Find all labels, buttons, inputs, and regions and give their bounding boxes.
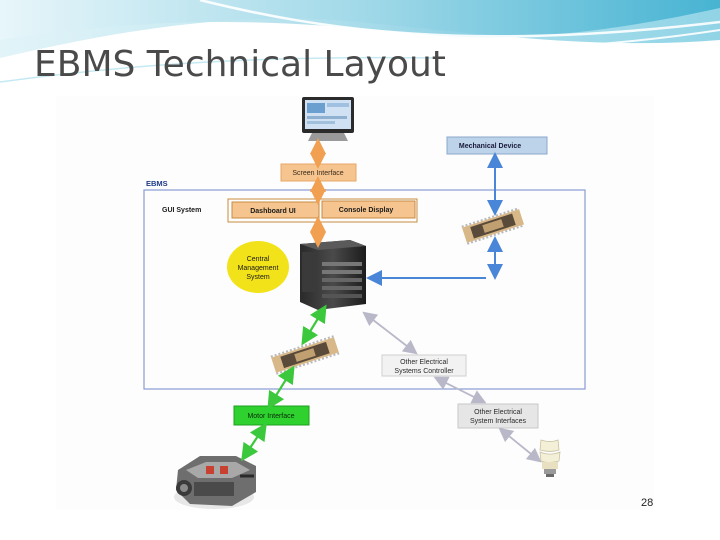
other-interfaces-label-2: System Interfaces xyxy=(470,418,527,425)
dashboard-ui-box xyxy=(231,201,320,219)
other-controller-box xyxy=(381,354,467,377)
wave-header-decoration xyxy=(0,0,720,83)
chip-icon xyxy=(461,207,525,245)
screen-interface-label: Screen Interface xyxy=(292,170,343,177)
page-number: 28 xyxy=(641,497,654,509)
engine-icon xyxy=(174,456,256,509)
central-management-label-2: Management xyxy=(238,265,279,272)
console-display-box xyxy=(321,200,416,219)
chip-to-motor-interface-arrow xyxy=(267,365,295,410)
dashboard-ui-label: Dashboard UI xyxy=(250,208,296,215)
chip-icon xyxy=(270,335,340,375)
other-controller-label-1: Other Electrical xyxy=(400,359,448,366)
other-interfaces-label-1: Other Electrical xyxy=(474,409,522,416)
other-interfaces-to-bulb-arrow xyxy=(498,427,542,463)
motor-interface-to-engine-arrow xyxy=(241,422,267,462)
central-management-circle xyxy=(227,241,289,293)
server-to-motor-chip-arrow xyxy=(301,304,327,346)
ebms-boundary xyxy=(143,189,586,390)
server-to-other-controller-arrow xyxy=(362,311,418,355)
other-controller-label-2: Systems Controller xyxy=(394,368,454,375)
monitor-icon xyxy=(302,97,354,141)
console-display-label: Console Display xyxy=(339,207,394,214)
central-management-label-1: Central xyxy=(247,256,270,263)
motor-interface-label: Motor Interface xyxy=(247,413,294,420)
ebms-label: EBMS xyxy=(146,179,168,188)
mechanical-device-label: Mechanical Device xyxy=(459,143,521,150)
central-management-label-3: System xyxy=(246,274,270,281)
gui-system-label: GUI System xyxy=(162,207,201,214)
light-bulb-icon xyxy=(539,439,561,477)
controller-to-other-interfaces-arrow xyxy=(433,376,487,404)
slide-title: EBMS Technical Layout xyxy=(34,44,446,85)
other-interfaces-box xyxy=(457,403,539,429)
server-tower-icon xyxy=(300,240,366,310)
